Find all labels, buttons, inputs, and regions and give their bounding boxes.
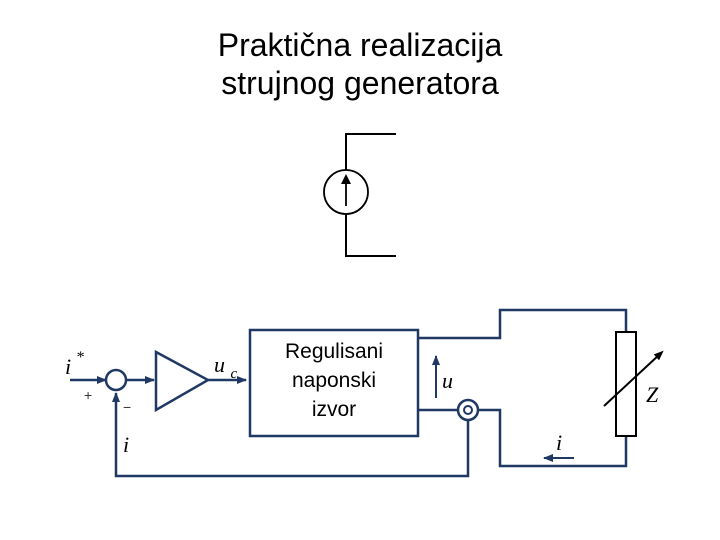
title-line-2: strujnog generatora xyxy=(221,65,499,101)
page-title: Praktična realizacija strujnog generator… xyxy=(0,26,720,102)
load-label: Z xyxy=(646,382,659,407)
return-wire xyxy=(478,408,628,468)
regulated-voltage-source-block xyxy=(248,328,420,438)
feedback-current-label: i xyxy=(123,432,129,457)
minus-sign: − xyxy=(123,399,131,415)
variable-load-resistor xyxy=(615,331,637,437)
block-label-line-1: Regulisani xyxy=(285,340,383,363)
voltage-label: u xyxy=(442,368,453,393)
load-current-label: i xyxy=(556,430,562,455)
block-label-line-2: naponski xyxy=(292,369,376,392)
block-label-line-3: izvor xyxy=(312,398,356,421)
current-sensor xyxy=(456,398,480,422)
plus-sign: + xyxy=(84,387,92,403)
top-wire xyxy=(418,308,628,340)
variable-load-arrow xyxy=(603,350,664,407)
summing-junction xyxy=(104,368,128,392)
title-line-1: Praktična realizacija xyxy=(217,27,503,63)
control-signal-label: u c xyxy=(214,352,238,382)
amplifier xyxy=(154,349,211,413)
reference-label: i * xyxy=(65,349,85,379)
current-source-symbol xyxy=(323,133,396,257)
feedback-path xyxy=(112,392,470,478)
